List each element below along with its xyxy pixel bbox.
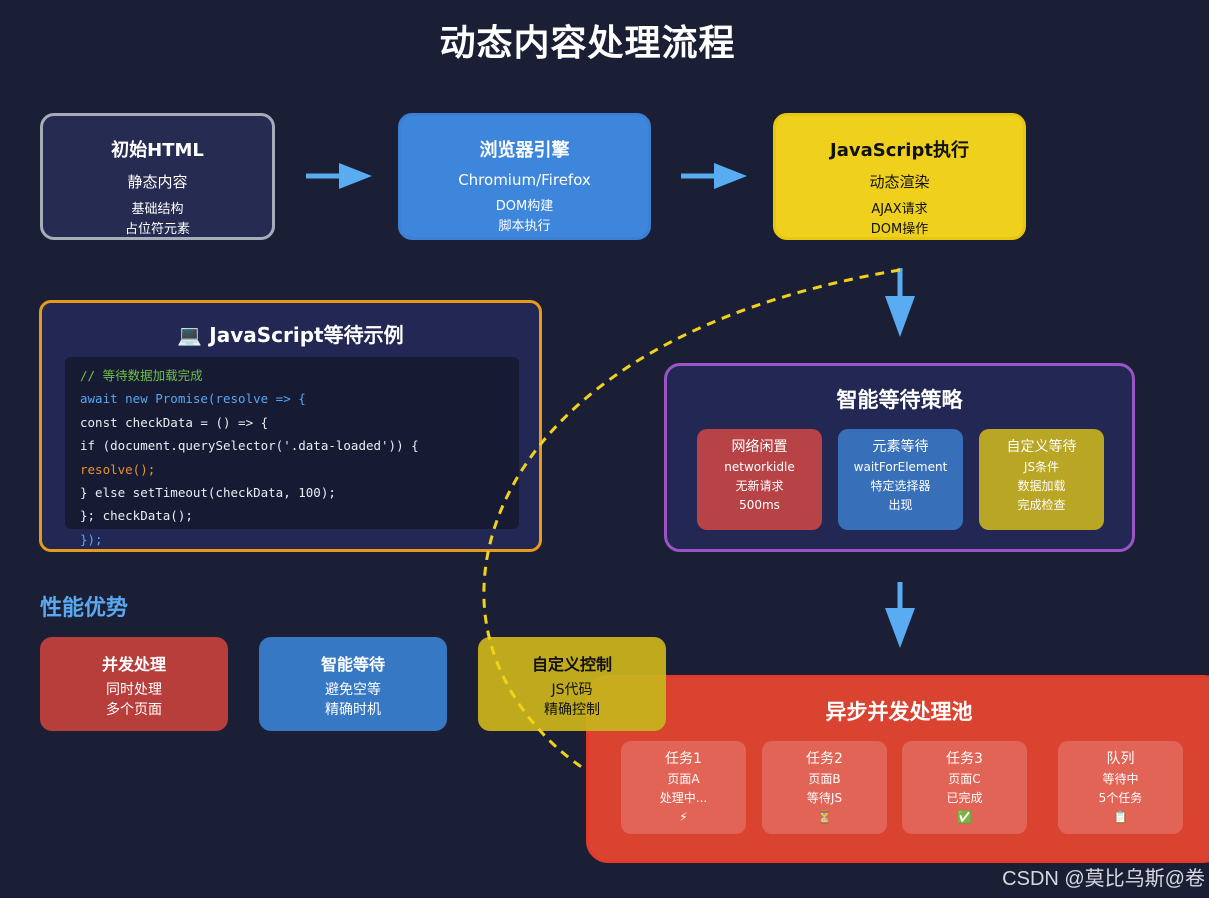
- performance-card-concurrency: 并发处理 同时处理 多个页面: [40, 637, 228, 731]
- stage-subtitle: Chromium/Firefox: [458, 171, 591, 189]
- clipboard-icon: 📋: [1113, 810, 1128, 824]
- code-block: // 等待数据加载完成 await new Promise(resolve =>…: [80, 364, 419, 551]
- task-title: 任务2: [806, 751, 843, 767]
- async-pool-panel: 异步并发处理池 任务1 页面A 处理中... ⚡ 任务2 页面B 等待JS ⏳ …: [586, 675, 1209, 863]
- page-title: 动态内容处理流程: [439, 23, 736, 64]
- stage-line: 脚本执行: [498, 219, 551, 234]
- task-line: 页面A: [667, 772, 700, 786]
- code-line: resolve();: [80, 461, 156, 477]
- task-line: 等待中: [1102, 772, 1139, 786]
- stage-subtitle: 动态渲染: [869, 173, 930, 191]
- task-line: 页面B: [808, 772, 841, 786]
- pool-queue: 队列 等待中 5个任务 📋: [1058, 741, 1183, 834]
- performance-card-line: 多个页面: [106, 702, 162, 718]
- laptop-icon: 💻: [177, 323, 203, 347]
- smart-wait-strategy-panel: 智能等待策略 网络闲置 networkidle 无新请求 500ms 元素等待 …: [664, 363, 1135, 552]
- hourglass-icon: ⏳: [817, 810, 832, 824]
- strategy-card-network-idle: 网络闲置 networkidle 无新请求 500ms: [697, 429, 822, 530]
- pool-task-3: 任务3 页面C 已完成 ✅: [902, 741, 1027, 834]
- arrow-right-2: [681, 163, 747, 189]
- stage-title: 初始HTML: [111, 140, 204, 161]
- performance-card-title: 自定义控制: [531, 655, 612, 674]
- code-example-title: 💻 JavaScript等待示例: [42, 319, 539, 348]
- strategy-card-line: 无新请求: [735, 479, 784, 493]
- arrow-down-1: [885, 268, 915, 337]
- performance-card-line: 同时处理: [106, 682, 162, 698]
- watermark: CSDN @莫比乌斯@卷: [1002, 868, 1205, 890]
- stage-title: JavaScript执行: [830, 140, 969, 161]
- strategy-card-title: 元素等待: [872, 439, 929, 455]
- arrow-down-2: [885, 582, 915, 648]
- code-line: const checkData = () => {: [80, 414, 269, 430]
- code-block-background: [65, 357, 519, 529]
- performance-card-smart-wait: 智能等待 避免空等 精确时机: [259, 637, 447, 731]
- strategy-card-line: JS条件: [1023, 460, 1060, 474]
- stage-line: 占位符元素: [124, 222, 190, 237]
- strategy-card-title: 网络闲置: [731, 439, 788, 455]
- strategy-card-line: 特定选择器: [870, 479, 931, 493]
- code-line: });: [80, 531, 103, 547]
- code-line: } else setTimeout(checkData, 100);: [80, 484, 336, 500]
- performance-card-line: 精确控制: [544, 702, 600, 718]
- strategy-card-line: waitForElement: [853, 460, 948, 474]
- performance-card-line: JS代码: [551, 682, 593, 698]
- strategy-card-custom-wait: 自定义等待 JS条件 数据加载 完成检查: [979, 429, 1104, 530]
- performance-card-line: 精确时机: [325, 702, 381, 718]
- stage-title: 浏览器引擎: [479, 140, 570, 161]
- stage-initial-html: 初始HTML 静态内容 基础结构 占位符元素: [40, 113, 275, 240]
- stage-subtitle: 静态内容: [127, 173, 188, 191]
- task-line: 页面C: [948, 772, 981, 786]
- performance-card-line: 避免空等: [325, 682, 381, 698]
- check-mark-icon: ✅: [957, 810, 972, 824]
- strategy-card-line: 数据加载: [1017, 479, 1066, 493]
- task-line: 5个任务: [1098, 791, 1143, 805]
- strategy-card-element-wait: 元素等待 waitForElement 特定选择器 出现: [838, 429, 963, 530]
- task-line: 已完成: [946, 791, 983, 805]
- code-example-title-text: JavaScript等待示例: [209, 323, 404, 347]
- task-title: 任务1: [665, 751, 702, 767]
- stage-line: AJAX请求: [871, 202, 928, 217]
- strategy-card-line: 完成检查: [1017, 498, 1066, 512]
- performance-card-title: 智能等待: [320, 655, 385, 674]
- stage-browser-engine: 浏览器引擎 Chromium/Firefox DOM构建 脚本执行: [398, 113, 651, 240]
- code-line: if (document.querySelector('.data-loaded…: [80, 438, 419, 454]
- pool-task-2: 任务2 页面B 等待JS ⏳: [762, 741, 887, 834]
- code-line: // 等待数据加载完成: [80, 368, 203, 383]
- code-example-panel: 💻 JavaScript等待示例 // 等待数据加载完成 await new P…: [39, 300, 542, 552]
- stage-line: DOM操作: [870, 222, 929, 237]
- strategy-title: 智能等待策略: [836, 388, 963, 412]
- performance-card-title: 并发处理: [101, 655, 166, 674]
- strategy-card-line: 500ms: [739, 498, 780, 512]
- code-line: }; checkData();: [80, 508, 193, 524]
- lightning-icon: ⚡: [679, 810, 688, 824]
- pool-task-1: 任务1 页面A 处理中... ⚡: [621, 741, 746, 834]
- stage-line: 基础结构: [131, 202, 184, 217]
- task-line: 等待JS: [806, 791, 843, 805]
- strategy-card-title: 自定义等待: [1006, 439, 1077, 455]
- strategy-card-line: 出现: [888, 498, 913, 512]
- task-line: 处理中...: [659, 791, 708, 805]
- task-title: 任务3: [946, 751, 983, 767]
- stage-line: DOM构建: [495, 199, 554, 214]
- performance-title: 性能优势: [40, 596, 129, 621]
- code-line: await new Promise(resolve => {: [80, 391, 306, 407]
- stage-javascript-execution: JavaScript执行 动态渲染 AJAX请求 DOM操作: [773, 113, 1026, 240]
- strategy-card-line: networkidle: [724, 460, 795, 474]
- performance-card-custom-control: 自定义控制 JS代码 精确控制: [478, 637, 666, 731]
- pool-title: 异步并发处理池: [825, 700, 973, 724]
- task-title: 队列: [1106, 751, 1135, 767]
- arrow-right-1: [306, 163, 372, 189]
